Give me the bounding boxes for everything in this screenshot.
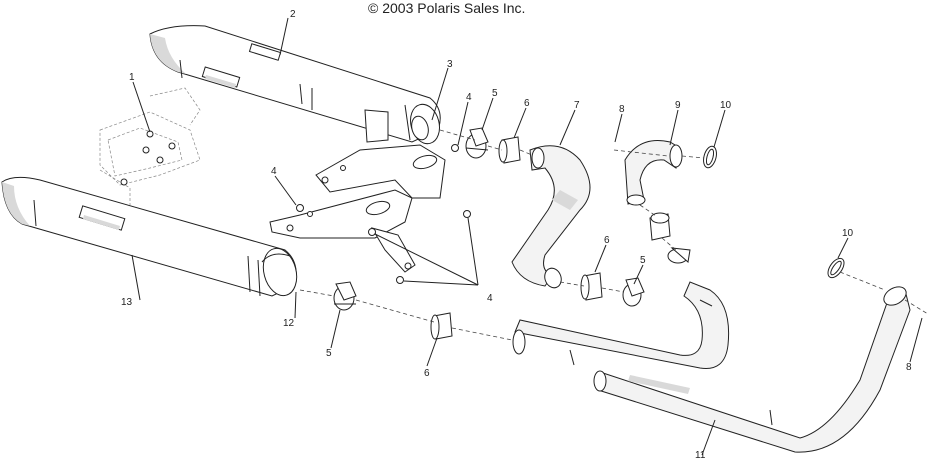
gasket-10-upper <box>703 145 717 169</box>
middle-sleeve-6 <box>580 272 603 301</box>
callout-8-right: 8 <box>906 362 912 373</box>
callout-5-bottom: 5 <box>326 348 332 359</box>
leader-lines <box>131 17 923 456</box>
callout-12: 12 <box>283 318 295 329</box>
lower-muffler <box>1 176 298 297</box>
callout-labels: 1 2 3 4 4 4 5 5 5 6 6 6 7 8 8 9 10 10 11… <box>121 9 912 458</box>
lower-sleeve-6 <box>430 312 453 340</box>
callout-6-top: 6 <box>524 98 530 109</box>
fasteners <box>296 144 471 284</box>
callout-3: 3 <box>447 59 453 70</box>
coupler-sleeve <box>649 212 671 241</box>
callout-5-middle: 5 <box>640 255 646 266</box>
lower-clamp-5 <box>333 281 357 311</box>
copyright-text: © 2003 Polaris Sales Inc. <box>368 0 526 16</box>
elbow-pipe-9 <box>624 140 683 206</box>
head-pipe-11 <box>512 281 911 453</box>
callout-4-bottom: 4 <box>487 293 493 304</box>
callout-6-middle: 6 <box>604 235 610 246</box>
callout-13: 13 <box>121 297 133 308</box>
alignment-lines <box>299 129 929 341</box>
head-pipe-7 <box>511 145 591 289</box>
upper-clamp-5 <box>465 127 489 159</box>
gasket-10-lower <box>827 257 845 279</box>
callout-10-right: 10 <box>842 228 854 239</box>
callout-5-top: 5 <box>492 88 498 99</box>
upper-sleeve-6 <box>498 136 521 164</box>
callout-1: 1 <box>129 72 135 83</box>
upper-muffler <box>149 25 441 145</box>
clamp-upper-right <box>667 247 691 264</box>
callout-8-top: 8 <box>619 104 625 115</box>
callout-9: 9 <box>675 100 681 111</box>
callout-7: 7 <box>574 100 580 111</box>
callout-4-top: 4 <box>466 92 472 103</box>
mounting-bracket <box>269 109 446 273</box>
callout-11: 11 <box>695 450 706 458</box>
callout-2: 2 <box>290 9 296 20</box>
callout-4-left: 4 <box>271 166 277 177</box>
callout-6-bottom: 6 <box>424 368 430 379</box>
middle-clamp-5 <box>622 277 645 307</box>
rear-bracket-dashed <box>99 87 201 205</box>
callout-10-top: 10 <box>720 100 732 111</box>
